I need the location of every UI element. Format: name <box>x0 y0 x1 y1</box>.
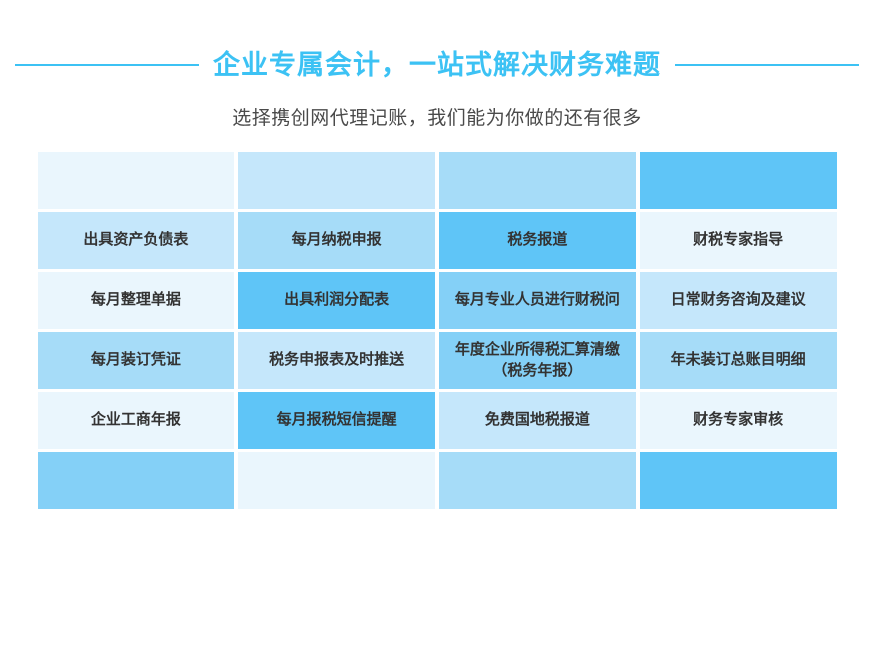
grid-cell-r2-c4: 财税专家指导 <box>639 212 837 269</box>
grid-cell-r3-c1: 每月整理单据 <box>37 272 235 329</box>
promo-section: 企业专属会计，一站式解决财务难题 选择携创网代理记账，我们能为你做的还有很多 出… <box>0 48 874 648</box>
grid-cell-r5-c4: 财务专家审核 <box>639 392 837 449</box>
page-title: 企业专属会计，一站式解决财务难题 <box>213 50 661 80</box>
grid-cell-r1-c1 <box>37 152 235 209</box>
grid-cell-r1-c4 <box>639 152 837 209</box>
title-right-rule <box>675 64 859 66</box>
grid-cell-r5-c2: 每月报税短信提醒 <box>238 392 435 449</box>
grid-cell-r2-c2: 每月纳税申报 <box>238 212 435 269</box>
grid-cell-r5-c3: 免费国地税报道 <box>439 392 636 449</box>
grid-cell-r6-c1 <box>37 452 235 509</box>
grid-cell-r2-c1: 出具资产负债表 <box>37 212 235 269</box>
grid-cell-r3-c4: 日常财务咨询及建议 <box>639 272 837 329</box>
grid-cell-r6-c3 <box>439 452 636 509</box>
grid-cell-r4-c2: 税务申报表及时推送 <box>238 332 435 389</box>
grid-cell-r5-c1: 企业工商年报 <box>37 392 235 449</box>
grid-cell-r6-c2 <box>238 452 435 509</box>
section-header: 企业专属会计，一站式解决财务难题 <box>0 48 874 82</box>
grid-cell-r2-c3: 税务报道 <box>439 212 636 269</box>
grid-cell-r4-c3: 年度企业所得税汇算清缴（税务年报） <box>439 332 636 389</box>
section-subtitle: 选择携创网代理记账，我们能为你做的还有很多 <box>232 108 642 129</box>
grid-cell-r4-c1: 每月装订凭证 <box>37 332 235 389</box>
grid-cell-r3-c3: 每月专业人员进行财税问 <box>439 272 636 329</box>
grid-cell-r4-c4: 年未装订总账目明细 <box>639 332 837 389</box>
grid-cell-r1-c2 <box>238 152 435 209</box>
grid-cell-r6-c4 <box>639 452 837 509</box>
grid-cell-r1-c3 <box>439 152 636 209</box>
services-grid: 出具资产负债表每月纳税申报税务报道财税专家指导每月整理单据出具利润分配表每月专业… <box>37 152 837 509</box>
grid-cell-r3-c2: 出具利润分配表 <box>238 272 435 329</box>
title-left-rule <box>15 64 199 66</box>
